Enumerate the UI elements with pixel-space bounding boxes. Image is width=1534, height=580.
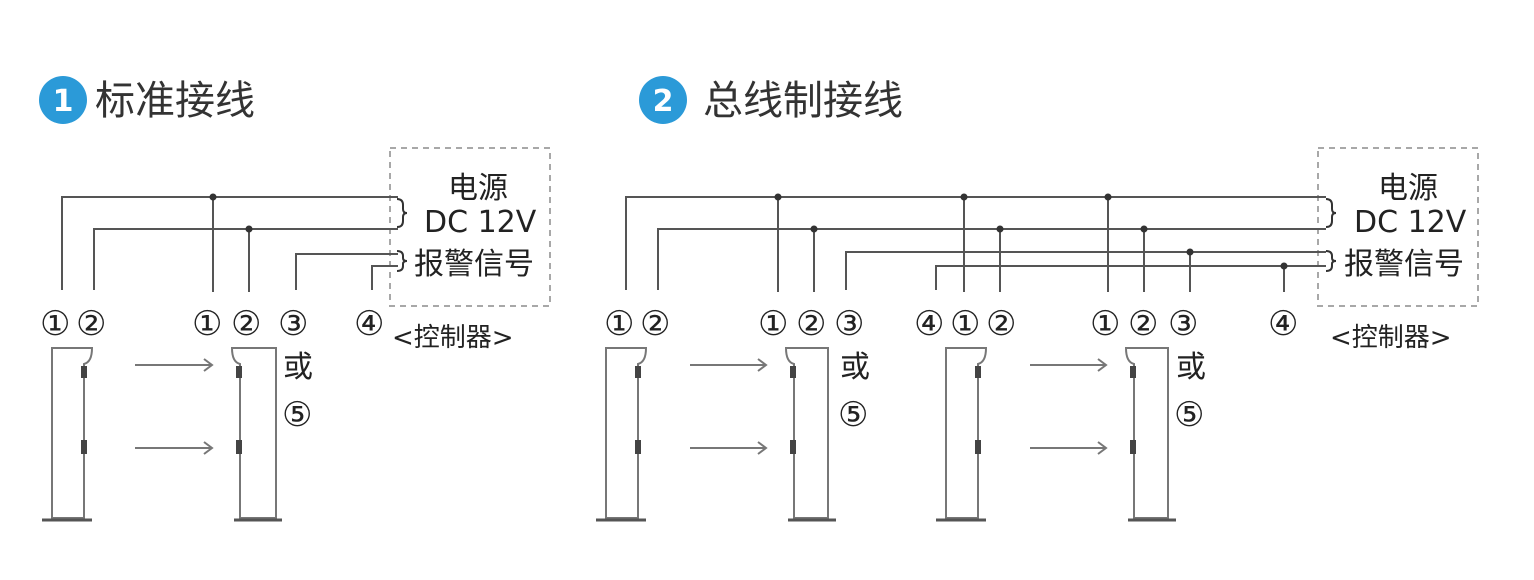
terminal-3: ③ [278,304,308,344]
or-label: 或 [840,350,870,385]
wire-alarm-b [371,265,398,290]
section2-terminals: ① ② ① ② ③ 或 ⑤ ④ ① ② ① ② ③ 或 ⑤ ④ [604,304,1298,435]
beam-arrow [135,441,214,455]
bus-alarm-b [935,265,1326,290]
controller-alarm-label: 报警信号 [1344,247,1464,282]
terminal-4: ④ [914,304,944,344]
terminal-3: ③ [834,304,864,344]
section2-header: 2 总线制接线 [639,76,903,124]
section1-badge [39,76,87,124]
terminal-3: ③ [1168,304,1198,344]
section2-beams [690,358,1108,455]
alarm-brace [1325,250,1337,272]
sensor-window [236,440,242,454]
terminal-4: ④ [1268,304,1298,344]
section2-title: 总线制接线 [703,78,903,124]
section1-transmitter-post [42,347,94,522]
power-brace [396,198,408,228]
controller-voltage-label: DC 12V [1354,205,1467,240]
sensor-window [790,440,796,454]
terminal-1: ① [192,304,222,344]
sensor-window [975,366,981,378]
sensor-window [635,366,641,378]
junction-dot [996,225,1004,233]
terminal-1: ① [758,304,788,344]
sensor-window [975,440,981,454]
section1-wires [61,193,398,292]
wire-power-plus [61,196,398,290]
section1-terminals: ① ② ① ② ③ ④ 或 ⑤ [40,304,384,435]
terminal-2: ② [76,304,106,344]
junction-dot [1186,248,1194,256]
terminal-4: ④ [354,304,384,344]
sensor-window [236,366,242,378]
terminal-2: ② [986,304,1016,344]
bus-power-minus [657,228,1326,290]
beam-arrow [1030,441,1108,455]
controller-voltage-label: DC 12V [424,205,537,240]
controller-alarm-label: 报警信号 [414,247,534,282]
terminal-2: ② [640,304,670,344]
power-brace [1325,198,1337,228]
controller-power-label: 电源 [448,171,508,206]
junction-dot [810,225,818,233]
section1-badge-number: 1 [53,84,74,119]
junction-dot [1140,225,1148,233]
junction-dot [1280,262,1288,270]
terminal-5: ⑤ [1174,395,1204,435]
bus-power-plus [625,196,1326,290]
junction-dot [774,193,782,201]
terminal-1: ① [40,304,70,344]
section2-controller: 电源 DC 12V 报警信号 <控制器> [1317,147,1479,353]
sensor-window [81,440,87,454]
sensor-window [1130,440,1136,454]
junction-dot [1104,193,1112,201]
terminal-1: ① [1090,304,1120,344]
wire-power-minus [93,228,398,290]
section2-transmitter-post-1 [596,347,648,522]
wire-alarm-a [295,253,398,290]
terminal-2: ② [1128,304,1158,344]
sensor-window [1130,366,1136,378]
section2-badge-number: 2 [653,84,674,119]
section2-receiver-post-1 [784,347,836,522]
terminal-1: ① [604,304,634,344]
junction-dot [209,193,217,201]
or-label: 或 [283,350,313,385]
controller-power-label: 电源 [1378,171,1438,206]
controller-box [1317,147,1479,307]
beam-arrow [690,441,768,455]
controller-name-label: <控制器> [1330,323,1452,353]
section2-wires [625,193,1326,292]
or-label: 或 [1176,350,1206,385]
section1-header: 1 标准接线 [39,76,255,124]
sensor-window [790,366,796,378]
junction-dot [245,225,253,233]
terminal-5: ⑤ [838,395,868,435]
section2-badge [639,76,687,124]
alarm-brace [396,250,408,272]
sensor-window [81,366,87,378]
section1-controller: 电源 DC 12V 报警信号 <控制器> [389,147,551,353]
terminal-1: ① [950,304,980,344]
section2-receiver-post-2 [1124,347,1176,522]
beam-arrow [690,358,768,372]
beam-arrow [135,358,214,372]
controller-name-label: <控制器> [392,323,514,353]
terminal-2: ② [796,304,826,344]
beam-arrow [1030,358,1108,372]
section1-beams [135,358,214,455]
sensor-window [635,440,641,454]
bus-alarm-a [845,251,1326,290]
section1-receiver-post [230,347,282,522]
controller-box [389,147,551,307]
section2-transmitter-post-2 [936,347,988,522]
junction-dot [960,193,968,201]
section1-title: 标准接线 [95,78,255,124]
terminal-2: ② [231,304,261,344]
terminal-5: ⑤ [282,395,312,435]
